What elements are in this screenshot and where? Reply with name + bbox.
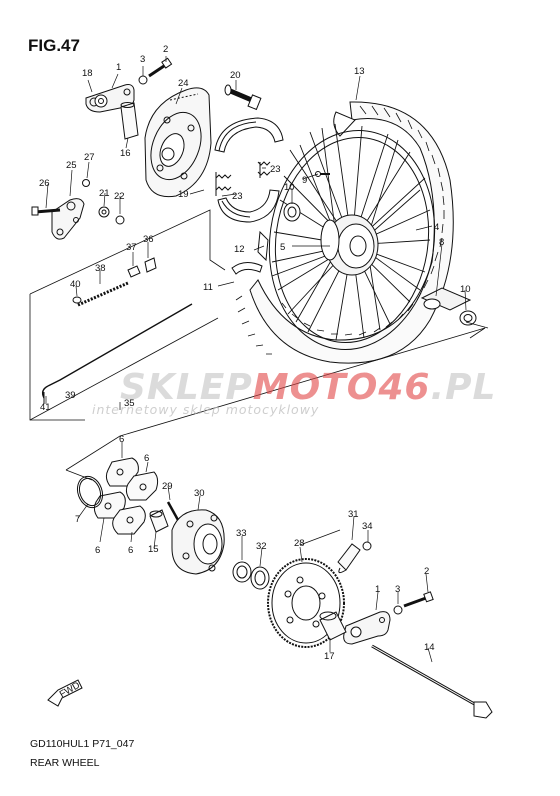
callout-39: 39 <box>65 390 76 401</box>
watermark-subtitle: internetowy sklep motocyklowy <box>92 402 320 417</box>
watermark-logo: SKLEPMOTO46.PL <box>120 367 496 408</box>
callout-9: 9 <box>302 175 307 186</box>
callout-7: 7 <box>75 514 80 525</box>
callout-5: 5 <box>280 242 285 253</box>
callout-32: 32 <box>256 541 267 552</box>
callout-28: 28 <box>294 538 305 549</box>
callout-36: 36 <box>143 234 154 245</box>
callout-3: 3 <box>140 54 145 65</box>
rear-wheel <box>235 101 454 364</box>
axle-group <box>299 529 493 719</box>
callout-33: 33 <box>236 528 247 539</box>
callout-6-d: 6 <box>128 545 133 556</box>
callout-34: 34 <box>362 521 373 532</box>
callout-14: 14 <box>424 642 435 653</box>
callout-27: 27 <box>84 152 95 163</box>
callout-16: 16 <box>120 148 131 159</box>
watermark-part-3: .PL <box>430 367 497 408</box>
figure-title: FIG.47 <box>28 36 80 55</box>
figure-caption: REAR WHEEL <box>30 757 100 769</box>
callout-38: 38 <box>95 263 106 274</box>
callout-29: 29 <box>162 481 173 492</box>
brake-arm-group <box>85 57 173 140</box>
callout-8: 8 <box>439 237 444 248</box>
callout-17: 17 <box>324 651 335 662</box>
callout-6-a: 6 <box>119 434 124 445</box>
figure-code: GD110HUL1 P71_047 <box>30 738 135 750</box>
callout-11: 11 <box>203 282 213 293</box>
callout-26: 26 <box>39 178 50 189</box>
brake-rod-group <box>29 209 226 421</box>
watermark-part-2: MOTO46 <box>252 367 431 408</box>
sprocket-carrier-group <box>149 501 270 590</box>
fwd-arrow <box>47 679 83 707</box>
callout-24: 24 <box>178 78 189 89</box>
callout-1-lower: 1 <box>375 584 380 595</box>
callout-41: 41 <box>40 402 51 413</box>
callout-20: 20 <box>230 70 241 81</box>
callout-3-lower: 3 <box>395 584 400 595</box>
callout-2: 2 <box>163 44 168 55</box>
callout-22: 22 <box>114 191 125 202</box>
damper-group <box>65 457 159 535</box>
callout-23-upper: 23 <box>270 164 281 175</box>
callout-30: 30 <box>194 488 205 499</box>
wheel-small-parts <box>65 171 489 471</box>
callout-25: 25 <box>66 160 77 171</box>
callout-23-lower: 23 <box>232 191 243 202</box>
callout-12: 12 <box>234 244 245 255</box>
callout-31: 31 <box>348 509 359 520</box>
watermark-part-1: SKLEP <box>120 367 253 408</box>
callout-15: 15 <box>148 544 159 555</box>
callout-18: 18 <box>82 68 93 79</box>
callout-21: 21 <box>99 188 110 199</box>
callout-1: 1 <box>116 62 121 73</box>
brake-panel <box>144 87 212 198</box>
callout-labels: 18 1 3 2 24 20 13 16 25 27 26 21 22 19 2… <box>39 44 471 700</box>
callout-13: 13 <box>354 66 365 77</box>
callout-2-lower: 2 <box>424 566 429 577</box>
cam-lever-25 <box>31 179 125 240</box>
callout-10-lower: 10 <box>460 284 471 295</box>
callout-40: 40 <box>70 279 81 290</box>
callout-37: 37 <box>126 242 137 253</box>
callout-10-upper: 10 <box>284 182 295 193</box>
callout-6-c: 6 <box>95 545 100 556</box>
callout-19: 19 <box>178 189 189 200</box>
camshaft-20 <box>224 84 262 111</box>
callout-35: 35 <box>124 398 135 409</box>
callout-6-b: 6 <box>144 453 149 464</box>
callout-4: 4 <box>434 222 439 233</box>
brake-shoes <box>214 117 284 223</box>
